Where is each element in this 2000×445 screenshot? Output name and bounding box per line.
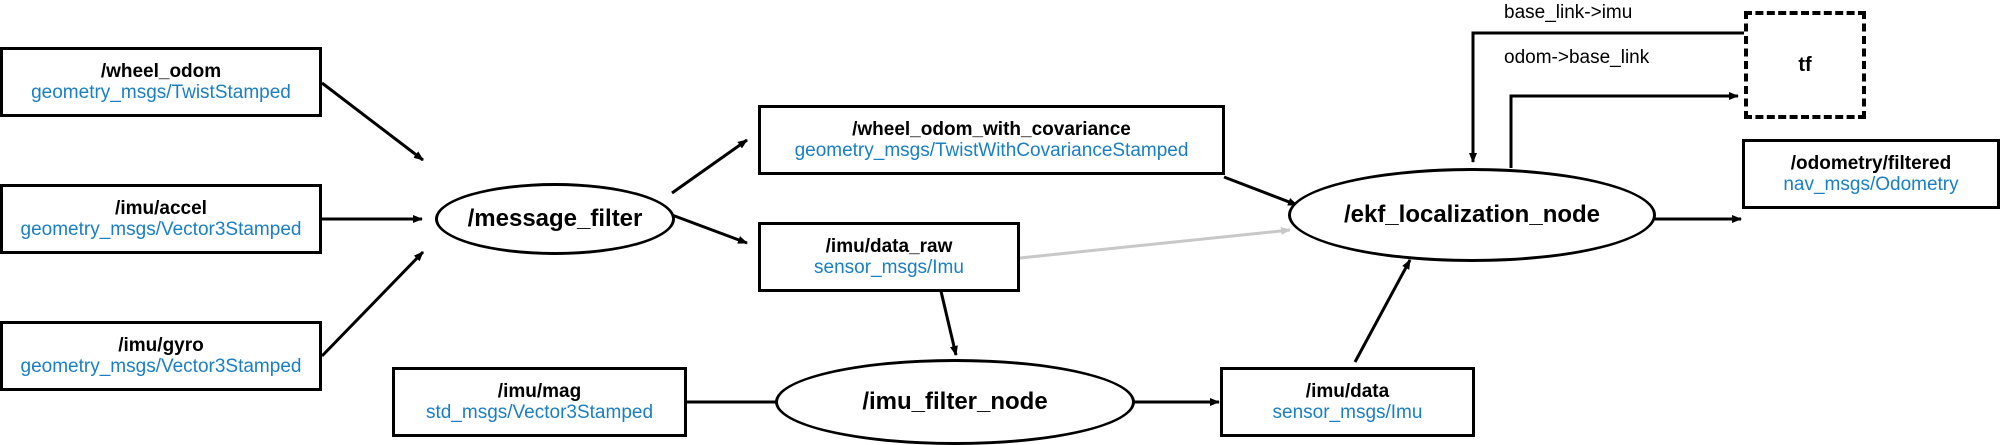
edge-wheel-odom-cov-to-ekf	[1223, 175, 1298, 207]
topic-name: /wheel_odom_with_covariance	[852, 118, 1131, 140]
node-label: tf	[1798, 53, 1812, 76]
node-label: /message_filter	[467, 205, 643, 232]
edge-label-base-link-to-imu: base_link->imu	[1504, 2, 1633, 23]
topic-box-imu-data-raw[interactable]: /imu/data_raw sensor_msgs/Imu	[758, 222, 1020, 292]
topic-box-imu-mag[interactable]: /imu/mag std_msgs/Vector3Stamped	[392, 367, 687, 437]
topic-box-wheel-odom[interactable]: /wheel_odom geometry_msgs/TwistStamped	[0, 47, 322, 117]
topic-name: /odometry/filtered	[1790, 152, 1952, 174]
node-message-filter[interactable]: /message_filter	[435, 183, 675, 255]
topic-name: /wheel_odom	[100, 60, 222, 82]
node-label: /imu_filter_node	[862, 388, 1048, 415]
edge-message-filter-to-wheel-odom-cov	[671, 138, 748, 195]
topic-type: std_msgs/Vector3Stamped	[425, 402, 654, 423]
node-tf[interactable]: tf	[1744, 11, 1866, 119]
topic-type: geometry_msgs/TwistWithCovarianceStamped	[794, 140, 1189, 161]
node-imu-filter-node[interactable]: /imu_filter_node	[775, 359, 1135, 445]
topic-box-imu-gyro[interactable]: /imu/gyro geometry_msgs/Vector3Stamped	[0, 321, 322, 391]
topic-type: geometry_msgs/TwistStamped	[31, 82, 291, 103]
topic-name: /imu/accel	[115, 197, 207, 219]
topic-name: /imu/data_raw	[825, 235, 953, 257]
edge-imu-data-to-ekf	[1353, 259, 1412, 363]
topic-box-odometry-filtered[interactable]: /odometry/filtered nav_msgs/Odometry	[1742, 139, 2000, 209]
topic-type: geometry_msgs/Vector3Stamped	[20, 356, 302, 377]
node-ekf-localization-node[interactable]: /ekf_localization_node	[1288, 168, 1656, 262]
edge-message-filter-to-imu-data-raw	[671, 213, 748, 245]
topic-type: sensor_msgs/Imu	[1272, 402, 1423, 423]
topic-box-imu-accel[interactable]: /imu/accel geometry_msgs/Vector3Stamped	[0, 184, 322, 254]
topic-type: nav_msgs/Odometry	[1783, 174, 1959, 195]
topic-name: /imu/mag	[497, 380, 582, 402]
topic-name: /imu/data	[1305, 380, 1390, 402]
topic-type: sensor_msgs/Imu	[814, 257, 964, 278]
edge-label-odom-to-base-link: odom->base_link	[1504, 47, 1650, 68]
topic-box-imu-data[interactable]: /imu/data sensor_msgs/Imu	[1220, 367, 1475, 437]
topic-type: geometry_msgs/Vector3Stamped	[20, 219, 302, 240]
edge-ekf-odom-to-base-link	[1509, 92, 1739, 168]
edge-wheel-odom-to-message-filter	[321, 81, 424, 162]
edge-imu-data-raw-to-imu-filter-node	[938, 286, 958, 356]
edge-imu-data-raw-to-ekf-faded	[1019, 226, 1291, 260]
topic-box-wheel-odom-with-covariance[interactable]: /wheel_odom_with_covariance geometry_msg…	[758, 105, 1225, 175]
edge-imu-gyro-to-message-filter	[320, 250, 425, 358]
topic-name: /imu/gyro	[118, 334, 204, 356]
node-label: /ekf_localization_node	[1343, 201, 1601, 228]
